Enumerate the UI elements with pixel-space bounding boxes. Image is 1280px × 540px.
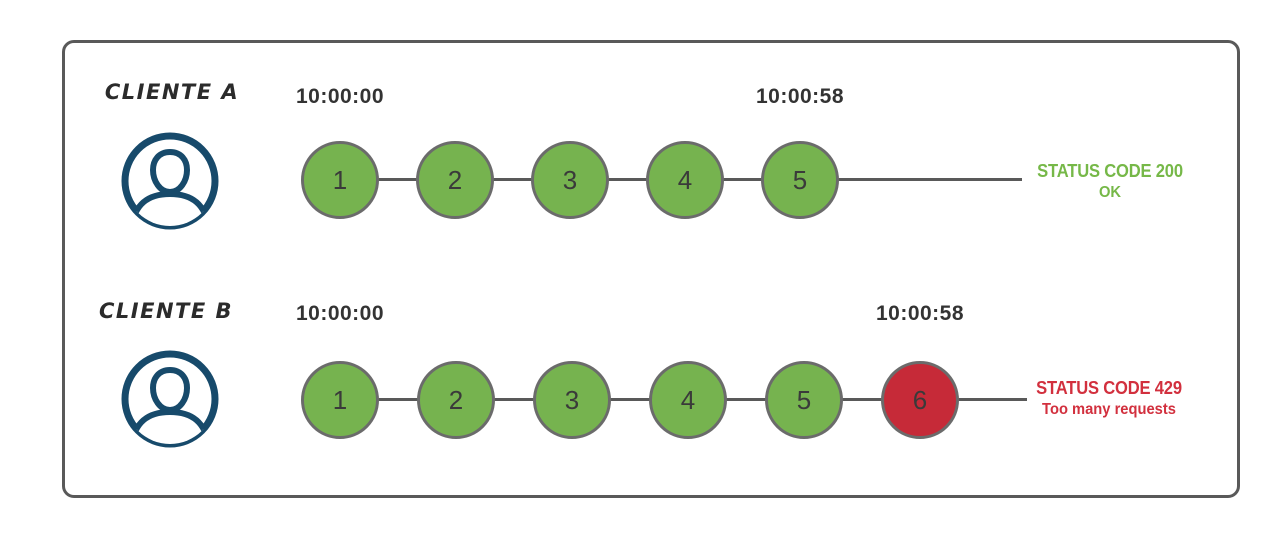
request-circle-ok: 1 [301,361,379,439]
request-circle-ok: 3 [533,361,611,439]
diagram-border-frame [62,40,1240,498]
start-timestamp: 10:00:00 [295,302,385,325]
status-message-text: Too many requests [1042,401,1176,418]
status-code-text: STATUS CODE 429 [1036,378,1182,398]
client-a-label: CLIENTE A [104,80,240,104]
request-circle-ok: 4 [649,361,727,439]
request-circle-ok: 2 [417,361,495,439]
request-circle-ok: 5 [761,141,839,219]
request-circle-blocked: 6 [881,361,959,439]
request-circle-ok: 3 [531,141,609,219]
request-circle-ok: 2 [416,141,494,219]
user-avatar-icon [121,350,219,448]
status-result-b: STATUS CODE 429 Too many requests [1014,377,1204,420]
end-timestamp: 10:00:58 [875,302,965,325]
request-circle-ok: 4 [646,141,724,219]
request-circle-ok: 5 [765,361,843,439]
status-message-text: OK [1098,184,1122,201]
start-timestamp: 10:00:00 [295,85,385,108]
client-b-label: CLIENTE B [98,299,234,323]
status-result-a: STATUS CODE 200 OK [1015,160,1205,203]
status-code-text: STATUS CODE 200 [1037,161,1183,181]
end-timestamp: 10:00:58 [755,85,845,108]
request-circle-ok: 1 [301,141,379,219]
user-avatar-icon [121,132,219,230]
